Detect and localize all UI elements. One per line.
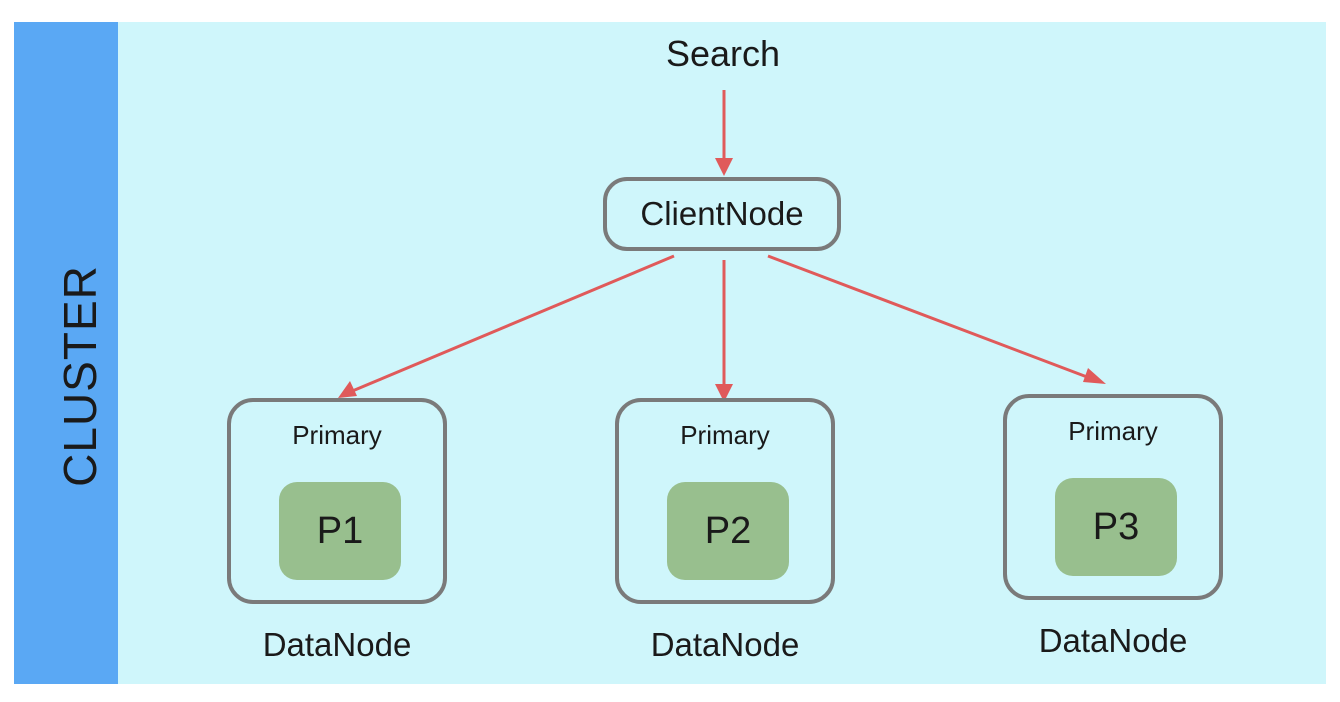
cluster-sidebar: CLUSTER	[14, 22, 118, 684]
primary-label-2: Primary	[680, 420, 770, 450]
datanode-label-2: DataNode	[650, 626, 800, 663]
shard-label-p3: P3	[1092, 505, 1140, 548]
cluster-label: CLUSTER	[54, 265, 106, 487]
primary-label-3: Primary	[1068, 416, 1158, 446]
data-node-2: Primary P2	[615, 398, 835, 604]
datanode-label-3: DataNode	[1038, 622, 1188, 659]
client-node: ClientNode	[603, 177, 841, 251]
shard-label-p2: P2	[704, 509, 752, 552]
shard-label-p1: P1	[316, 509, 364, 552]
shard-p1: P1	[279, 482, 401, 580]
search-label: Search	[665, 33, 781, 74]
data-node-1: Primary P1	[227, 398, 447, 604]
datanode-label-1: DataNode	[262, 626, 412, 663]
client-node-label: ClientNode	[640, 195, 804, 232]
shard-p3: P3	[1055, 478, 1177, 576]
data-node-3: Primary P3	[1003, 394, 1223, 600]
shard-p2: P2	[667, 482, 789, 580]
primary-label-1: Primary	[292, 420, 382, 450]
